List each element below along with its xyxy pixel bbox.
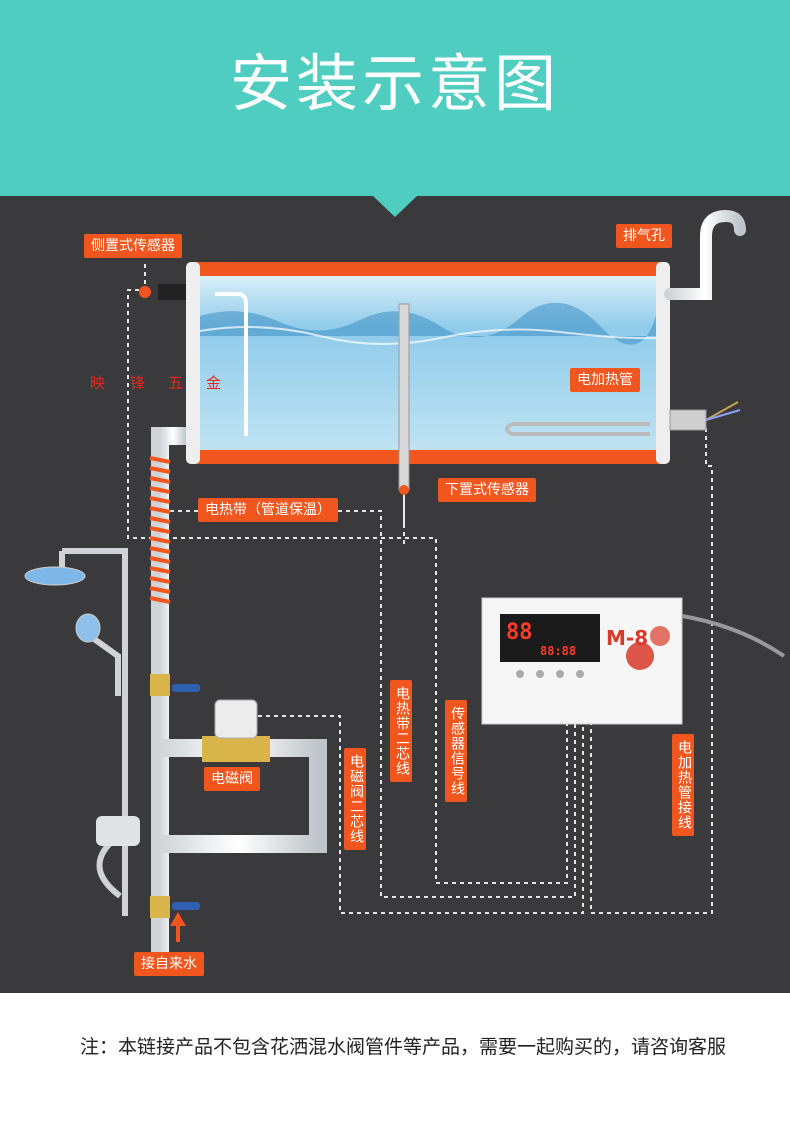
heat-tape-coil (149, 456, 171, 604)
shower-head (24, 566, 86, 586)
controller-display-digits: 88 (506, 620, 533, 645)
watermark-char: 锋 (130, 374, 146, 392)
diagram-drawing (24, 209, 786, 956)
vent-label: 排气孔 (616, 224, 672, 248)
vent-pipe (664, 209, 746, 300)
controller-model: M-8 (606, 626, 649, 650)
heat-tape-wire-label: 电热带二芯线 (390, 680, 412, 782)
heater-wire-label: 电加热管接线 (672, 734, 694, 836)
inlet-arrow (170, 912, 186, 942)
installation-diagram: 侧置式传感器 排气孔 电加热管 下置式传感器 电热带（管道保温） 电磁阀 接自来… (0, 196, 790, 993)
header-arrow (372, 195, 418, 217)
watermark-char: 映 (90, 374, 106, 392)
controller-display-time: 88:88 (540, 644, 577, 658)
bottom-sensor-label: 下置式传感器 (438, 478, 536, 502)
solenoid-valve-label: 电磁阀 (204, 767, 260, 791)
hand-shower (75, 613, 101, 643)
electric-heater-label: 电加热管 (570, 368, 640, 392)
ball-valves (150, 674, 200, 918)
watermark-char: 五 (168, 374, 184, 392)
page-title: 安装示意图 (229, 47, 560, 120)
heater-plug (669, 401, 741, 431)
water-tank (186, 262, 670, 464)
footer-note: 注：本链接产品不包含花洒混水阀管件等产品，需要一起购买的，请咨询客服 (80, 1036, 727, 1058)
tap-water-label: 接自来水 (134, 952, 204, 976)
header-banner: 安装示意图 (0, 0, 790, 196)
solenoid-wire-label: 电磁阀二芯线 (344, 748, 366, 850)
tank-internals (215, 292, 650, 495)
wiring-lines (127, 264, 713, 914)
side-sensor-label: 侧置式传感器 (84, 234, 182, 258)
solenoid-valve-body (202, 699, 270, 762)
shower-set (59, 548, 128, 916)
heat-tape-label: 电热带（管道保温） (198, 498, 338, 522)
sensor-signal-wire-label: 传感器信号线 (445, 700, 467, 802)
side-sensor-plug (139, 284, 186, 300)
mixer-valve (96, 816, 140, 846)
controller-box (481, 597, 786, 725)
watermark-char: 金 (206, 374, 222, 392)
